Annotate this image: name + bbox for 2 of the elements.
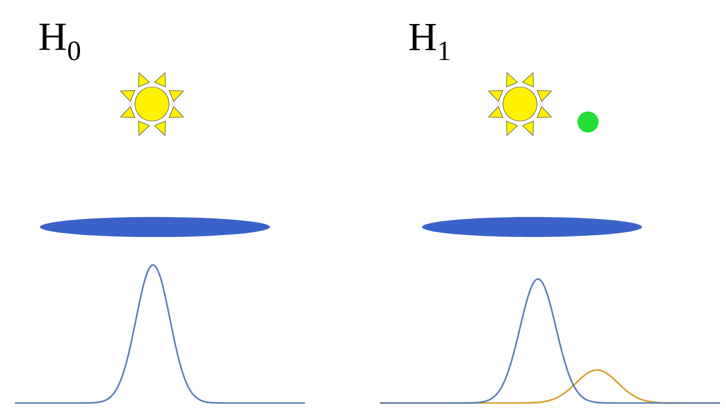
hypothesis-label: H$_{0}$ [39,24,80,60]
hypothesis-label: H$_{1}$ [409,24,450,60]
